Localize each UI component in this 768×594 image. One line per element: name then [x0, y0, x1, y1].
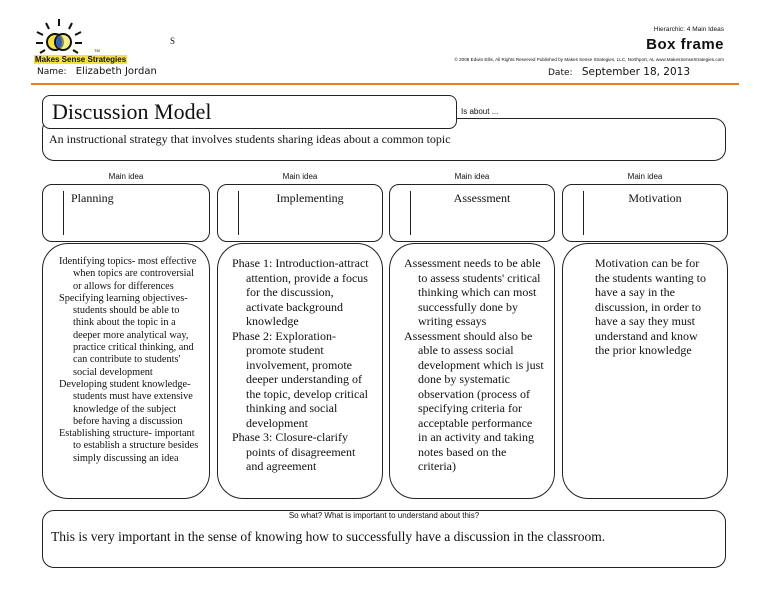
detail-item: Phase 3: Closure-clarify points of disag… [232, 430, 356, 473]
main-idea-label-4: Main idea [627, 172, 663, 181]
detail-item: Assessment needs to be able to assess st… [404, 256, 541, 328]
main-idea-box-assessment[interactable]: Assessment [389, 184, 555, 242]
divider [238, 191, 240, 235]
details-box-implementing[interactable]: Phase 1: Introduction-attract attention,… [217, 243, 383, 499]
detail-item: Establishing structure- important to est… [59, 428, 199, 464]
detail-item: Motivation can be for the students wanti… [595, 256, 706, 357]
main-idea-title: Implementing [276, 191, 344, 205]
date-value: September 18, 2013 [581, 66, 691, 78]
so-what-text: This is very important in the sense of k… [51, 529, 606, 544]
detail-item: Identifying topics- most effective when … [59, 256, 197, 292]
main-idea-label-1: Main idea [108, 172, 144, 181]
details-box-planning[interactable]: Identifying topics- most effective when … [42, 243, 210, 499]
header-rule [31, 83, 739, 85]
date-label: Date: [548, 68, 573, 78]
main-idea-title: Planning [71, 191, 114, 205]
main-idea-title: Assessment [453, 191, 511, 205]
main-idea-title: Motivation [628, 191, 682, 205]
detail-item: Developing student knowledge- students m… [59, 378, 193, 427]
detail-item: Phase 1: Introduction-attract attention,… [232, 256, 369, 328]
is-about-label: Is about ... [461, 107, 499, 116]
main-idea-box-planning[interactable]: Planning [42, 184, 210, 242]
main-idea-box-implementing[interactable]: Implementing [217, 184, 383, 242]
detail-item: Assessment should also be able to assess… [404, 328, 544, 474]
divider [63, 191, 65, 235]
hierarchy-label: Hierarchic: 4 Main Ideas [653, 26, 724, 33]
details-box-motivation[interactable]: Motivation can be for the students wanti… [562, 243, 728, 499]
so-what-label: So what? What is important to understand… [288, 511, 480, 520]
detail-item: Phase 2: Exploration- promote student in… [232, 328, 368, 430]
main-idea-label-3: Main idea [454, 172, 490, 181]
is-about-text: An instructional strategy that involves … [49, 132, 451, 146]
so-what-box[interactable]: So what? What is important to understand… [42, 510, 726, 568]
topic-title: Discussion Model [52, 99, 212, 124]
copyright: © 2008 Edwin Ellis, All Rights Reserved … [454, 57, 724, 62]
details-box-assessment[interactable]: Assessment needs to be able to assess st… [389, 243, 555, 499]
sun-logo-icon [36, 19, 82, 54]
name-field[interactable]: Name: Elizabeth Jordan [37, 66, 157, 77]
divider [583, 191, 585, 235]
trademark: TM [94, 48, 100, 53]
main-idea-box-motivation[interactable]: Motivation [562, 184, 728, 242]
frame-title: Box frame [646, 36, 724, 53]
detail-item: Specifying learning objectives- students… [59, 292, 194, 378]
main-idea-label-2: Main idea [282, 172, 318, 181]
topic-title-box[interactable]: Discussion Model [42, 95, 457, 129]
name-value: Elizabeth Jordan [75, 66, 157, 77]
logo-text: Makes Sense Strategies [34, 55, 128, 64]
name-label: Name: [37, 67, 67, 77]
stray-mark: S [170, 36, 176, 46]
divider [410, 191, 412, 235]
date-field[interactable]: Date: September 18, 2013 [548, 66, 690, 78]
